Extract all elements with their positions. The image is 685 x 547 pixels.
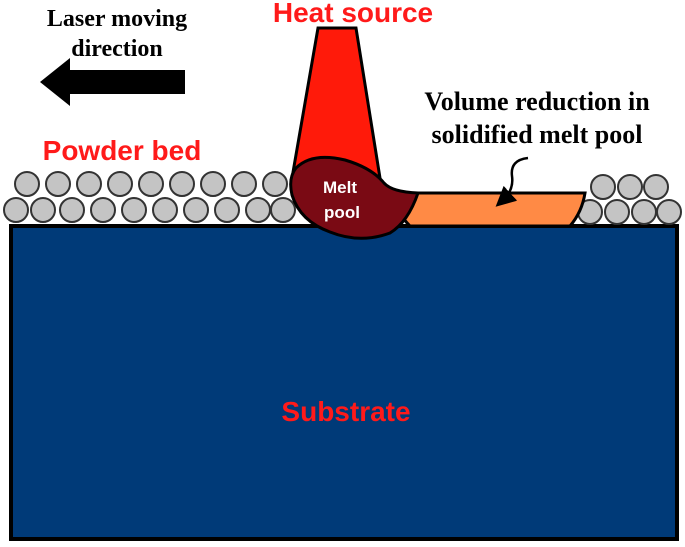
laser-direction-label-line2: direction <box>71 36 163 62</box>
volume-reduction-label-line2: solidified melt pool <box>432 120 643 149</box>
arrow-left-icon <box>40 58 185 106</box>
powder-bed-right <box>577 174 682 225</box>
powder-bed-left <box>3 171 296 223</box>
melt-pool-label-line1: Melt <box>323 178 357 197</box>
heat-source-beam <box>290 26 382 180</box>
solidified-melt-pool <box>387 191 587 228</box>
curved-arrow-down-icon <box>495 156 529 207</box>
melt-pool <box>289 155 421 240</box>
substrate-block <box>9 224 679 541</box>
powder-bed-label: Powder bed <box>43 135 202 166</box>
substrate-label: Substrate <box>281 396 410 427</box>
volume-reduction-label-line1: Volume reduction in <box>424 87 650 116</box>
melt-pool-label-line2: pool <box>324 203 360 222</box>
laser-direction-label-line1: Laser moving <box>47 6 187 32</box>
heat-source-label: Heat source <box>273 0 433 28</box>
